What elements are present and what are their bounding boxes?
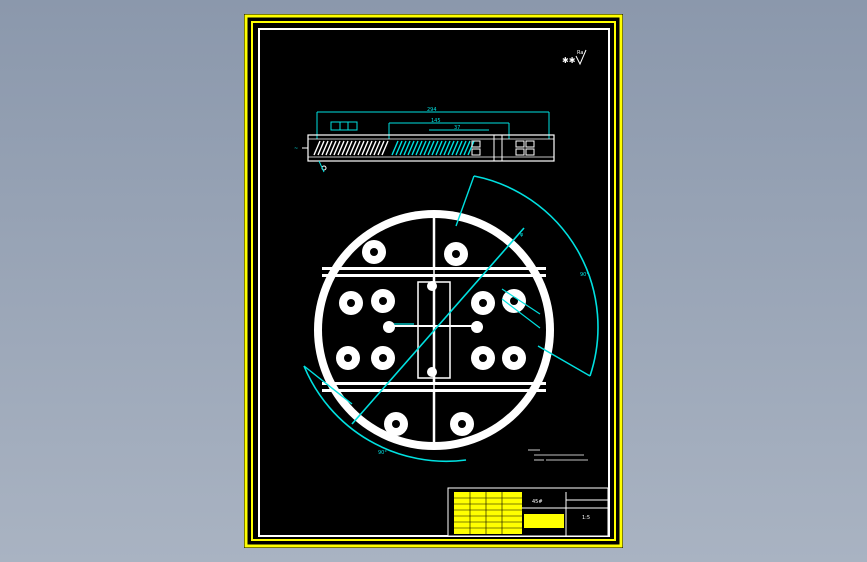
hole-pattern: [336, 240, 526, 436]
diameter-leader: [351, 227, 525, 425]
drawing-sheet: ✱✱ Ra 294 145 37 ~: [244, 14, 623, 548]
dim-angle-left: 90°: [378, 450, 387, 456]
section-view: 294 145 37 ~: [294, 107, 555, 173]
dim-angle-right: 90°: [580, 272, 589, 278]
outer-frame: [244, 14, 623, 548]
drawing-border: [258, 28, 610, 537]
roughness-stars: ✱✱: [562, 56, 576, 65]
title-field-material: 45#: [532, 499, 543, 505]
roughness-symbol: ✱✱ Ra: [562, 49, 587, 66]
dim-overall-length: 294: [427, 107, 437, 113]
title-block-grid: [454, 492, 522, 534]
dim-inner-length: 145: [431, 118, 441, 124]
section-hatching: [313, 140, 475, 156]
dim-thickness: ~: [294, 146, 298, 152]
svg-text:φ: φ: [520, 232, 524, 238]
dim-arc-right: [473, 175, 599, 377]
pin-hole: [383, 321, 395, 333]
title-block: 45# 1:5: [447, 487, 609, 537]
dim-arc-left: [303, 365, 467, 463]
title-field-scale: 1:5: [582, 515, 590, 521]
dim-slot-length: 37: [454, 125, 460, 131]
roughness-value: Ra: [577, 50, 583, 56]
pin-hole: [471, 321, 483, 333]
inner-frame-yellow: [251, 21, 616, 541]
tolerance-frame: [330, 121, 358, 131]
technical-notes: [528, 449, 588, 461]
cad-drawing: ✱✱ Ra 294 145 37 ~: [244, 14, 623, 548]
plan-view: 90° 90° φ: [303, 175, 599, 463]
